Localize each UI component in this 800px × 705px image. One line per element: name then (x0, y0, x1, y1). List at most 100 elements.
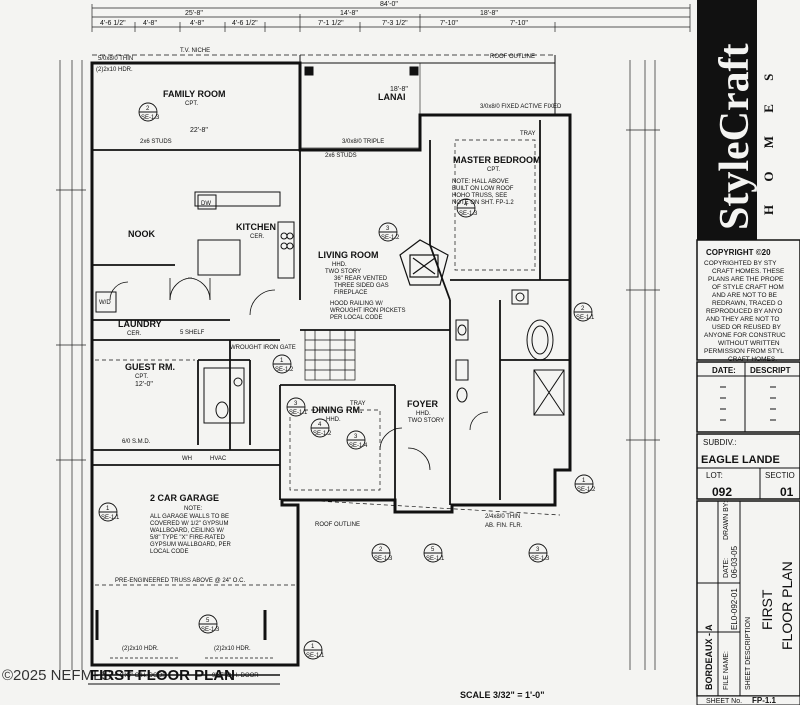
svg-text:WITHOUT WRITTEN: WITHOUT WRITTEN (718, 340, 780, 347)
note-smd: 6/0 S.M.D. (122, 439, 151, 445)
watermark: ©2025 NEFMLS (2, 667, 111, 684)
note-railing-1: HOOD RAILING W/ (330, 301, 383, 307)
svg-text:SE-1.2: SE-1.2 (577, 487, 596, 493)
note-triple: 3/0x8/0 TRIPLE (342, 139, 384, 145)
svg-text:3: 3 (354, 434, 358, 440)
svg-text:2: 2 (379, 547, 383, 553)
svg-text:SE-1.1: SE-1.1 (289, 410, 308, 416)
note-wh: WH (182, 456, 192, 462)
room-guest: GUEST RM. (125, 362, 175, 372)
note-hdr-top: (2)2x10 HDR. (96, 67, 133, 73)
room-foyer: FOYER (407, 399, 439, 409)
subdiv-label: SUBDIV.: (703, 438, 737, 447)
subdim-4: 4'-6 1/2" (232, 20, 258, 27)
section-marker: 5SE-1.1 (423, 543, 445, 563)
copyright-head: COPYRIGHT ©20 (706, 248, 771, 257)
svg-text:SE-1.3: SE-1.3 (531, 556, 550, 562)
garage-note-5: GYPSUM WALLBOARD, PER (150, 542, 231, 548)
lot-value: 092 (712, 485, 732, 499)
description-col-label: DESCRIPT (750, 366, 791, 375)
section-marker: 4SE-1.3 (456, 198, 478, 218)
note-oh-door-1: 9'X7' O.H. DOOR (120, 673, 167, 679)
room-living-height: TWO STORY (325, 269, 361, 275)
room-living-finish: HHD. (332, 262, 347, 268)
brand-sub: H O M E S (761, 64, 776, 215)
note-tray-dining: TRAY (350, 401, 366, 407)
svg-text:1: 1 (280, 358, 284, 364)
top-subdims: 4'-6 1/2" 4'-8" 4'-8" 4'-6 1/2" 7'-1 1/2… (100, 20, 528, 27)
subdim-6: 7'-3 1/2" (382, 20, 408, 27)
interior-walls (92, 120, 570, 512)
svg-text:REPRODUCED BY ANYO: REPRODUCED BY ANYO (706, 308, 782, 315)
plan-scale: SCALE 3/32" = 1'-0" (460, 690, 544, 700)
lot-label: LOT: (706, 471, 723, 480)
dim-right-overall: 18'-8" (480, 10, 498, 17)
section-marker: 1SE-1.1 (303, 640, 325, 660)
svg-text:AND THEY ARE NOT TO: AND THEY ARE NOT TO (706, 316, 779, 323)
note-tray-master: TRAY (520, 131, 536, 137)
section-markers: 2SE-1.3 4SE-1.3 2SE-1.1 3SE-1.1 4SE-1.2 … (98, 102, 596, 660)
svg-text:SE-1.2: SE-1.2 (313, 431, 332, 437)
room-master-finish: CPT. (487, 167, 500, 173)
room-family-finish: CPT. (185, 101, 198, 107)
room-master: MASTER BEDROOM (453, 155, 541, 165)
svg-text:CRAFT HOMES. THESE: CRAFT HOMES. THESE (712, 268, 785, 275)
svg-text:4: 4 (318, 422, 322, 428)
section-marker: 4SE-1.2 (310, 418, 332, 438)
svg-text:SE-1.1: SE-1.1 (576, 315, 595, 321)
sheet-desc-value-2: FLOOR PLAN (779, 561, 795, 650)
note-thin-bottom: 2/4x8/0 THIN (485, 514, 520, 520)
note-slider-top: 5/0x8/0 THIN (98, 56, 133, 62)
svg-text:SE-1.2: SE-1.2 (381, 235, 400, 241)
date-col-label: DATE: (712, 366, 736, 375)
note-railing-3: PER LOCAL CODE (330, 315, 382, 321)
staircase (304, 329, 356, 381)
section-marker: 3SE-1.2 (378, 222, 400, 242)
note-hdr-garage-2: (2)2x10 HDR. (214, 646, 251, 652)
lanai-outline (299, 62, 555, 149)
svg-text:ANYONE FOR CONSTRUC: ANYONE FOR CONSTRUC (704, 332, 786, 339)
svg-text:SE-1.2: SE-1.2 (275, 367, 294, 373)
section-marker: 2SE-1.3 (371, 543, 393, 563)
sheet-no-value: FP-1.1 (752, 696, 777, 705)
plan-title: FIRST FLOOR PLAN (90, 667, 235, 684)
sheet-desc-label: SHEET DESCRIPTION (745, 617, 752, 690)
room-guest-finish: CPT. (135, 374, 148, 380)
dashed-overlays (95, 139, 561, 586)
section-marker: 2SE-1.3 (138, 102, 160, 122)
file-name-label: FILE NAME: (723, 651, 730, 690)
note-fireplace-3: FIREPLACE (334, 290, 367, 296)
subdim-5: 7'-1 1/2" (318, 20, 344, 27)
svg-text:OF STYLE CRAFT HOM: OF STYLE CRAFT HOM (712, 284, 784, 291)
room-living: LIVING ROOM (318, 250, 379, 260)
room-garage: 2 CAR GARAGE (150, 493, 219, 503)
section-marker: 1SE-1.2 (272, 354, 294, 374)
room-guest-dim: 12'-0" (135, 381, 153, 388)
garage-note-3: WALLBOARD, CEILING W/ (150, 528, 224, 534)
svg-text:1: 1 (311, 644, 315, 650)
model-name: BORDEAUX - A (704, 624, 714, 690)
note-railing-2: WROUGHT IRON PICKETS (330, 308, 406, 314)
svg-text:3: 3 (386, 226, 390, 232)
section-value: 01 (780, 485, 794, 499)
note-hall-4: NOTE ON SHT. FP-1.2 (452, 200, 514, 206)
svg-text:5: 5 (431, 547, 435, 553)
dim-left-overall: 25'-8" (185, 10, 203, 17)
note-tv-niche: T.V. NICHE (180, 48, 210, 54)
bath-fixtures (95, 289, 565, 424)
room-family: FAMILY ROOM (163, 89, 226, 99)
dim-mid-overall: 14'-8" (340, 10, 358, 17)
dim-overall: 84'-0" (380, 1, 398, 8)
svg-text:AND ARE NOT TO BE: AND ARE NOT TO BE (712, 292, 778, 299)
kitchen-counters (194, 191, 295, 279)
section-marker: 3SE-1.3 (528, 543, 550, 563)
sheet-desc-value-1: FIRST (759, 589, 775, 630)
room-kitchen: KITCHEN (236, 222, 276, 232)
svg-text:REDRAWN, TRACED O: REDRAWN, TRACED O (712, 300, 782, 307)
room-dining: DINING RM. (312, 405, 363, 415)
date2-label: DATE: (723, 558, 730, 578)
subdiv-value: EAGLE LANDE (701, 454, 780, 466)
svg-text:3: 3 (536, 547, 540, 553)
